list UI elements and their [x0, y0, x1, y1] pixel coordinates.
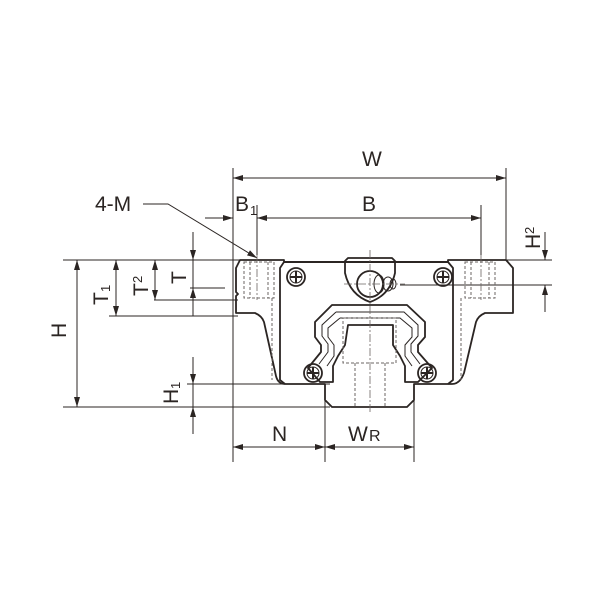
label-4-M: 4-M	[95, 193, 131, 216]
dimension-labels: W B B 1 4-M N W R H T 1 T 2 T H 1 H 2	[48, 148, 545, 446]
label-W: W	[362, 148, 382, 171]
screw-icon	[286, 267, 306, 287]
svg-text:2: 2	[130, 276, 145, 283]
svg-text:T: T	[130, 283, 153, 296]
end-seal-screws	[286, 267, 453, 383]
svg-text:W: W	[348, 423, 368, 446]
label-T1: T 1	[90, 285, 113, 305]
label-N: N	[272, 423, 287, 446]
screw-icon	[417, 363, 437, 383]
label-B1: B 1	[235, 193, 257, 218]
svg-text:2: 2	[522, 227, 537, 234]
label-B: B	[362, 193, 376, 216]
svg-text:1: 1	[250, 203, 257, 218]
svg-text:1: 1	[98, 285, 113, 292]
svg-text:B: B	[235, 193, 249, 216]
label-WR: W R	[348, 423, 381, 446]
label-T: T	[168, 271, 191, 284]
center-lines	[256, 250, 482, 412]
extension-lines	[63, 168, 552, 462]
label-H1: H 1	[160, 382, 183, 404]
label-T2: T 2	[130, 276, 153, 296]
label-H: H	[48, 323, 71, 338]
rail-profile	[307, 304, 433, 407]
mounting-holes	[243, 261, 496, 380]
screw-icon	[433, 267, 453, 287]
screw-icon	[303, 363, 323, 383]
svg-text:1: 1	[168, 382, 183, 389]
dimension-lines	[74, 175, 548, 450]
svg-text:T: T	[90, 292, 113, 305]
svg-text:H: H	[160, 389, 183, 404]
svg-text:H: H	[522, 234, 545, 249]
carriage-block	[235, 257, 514, 408]
label-H2: H 2	[522, 227, 545, 249]
svg-text:R: R	[369, 428, 381, 445]
